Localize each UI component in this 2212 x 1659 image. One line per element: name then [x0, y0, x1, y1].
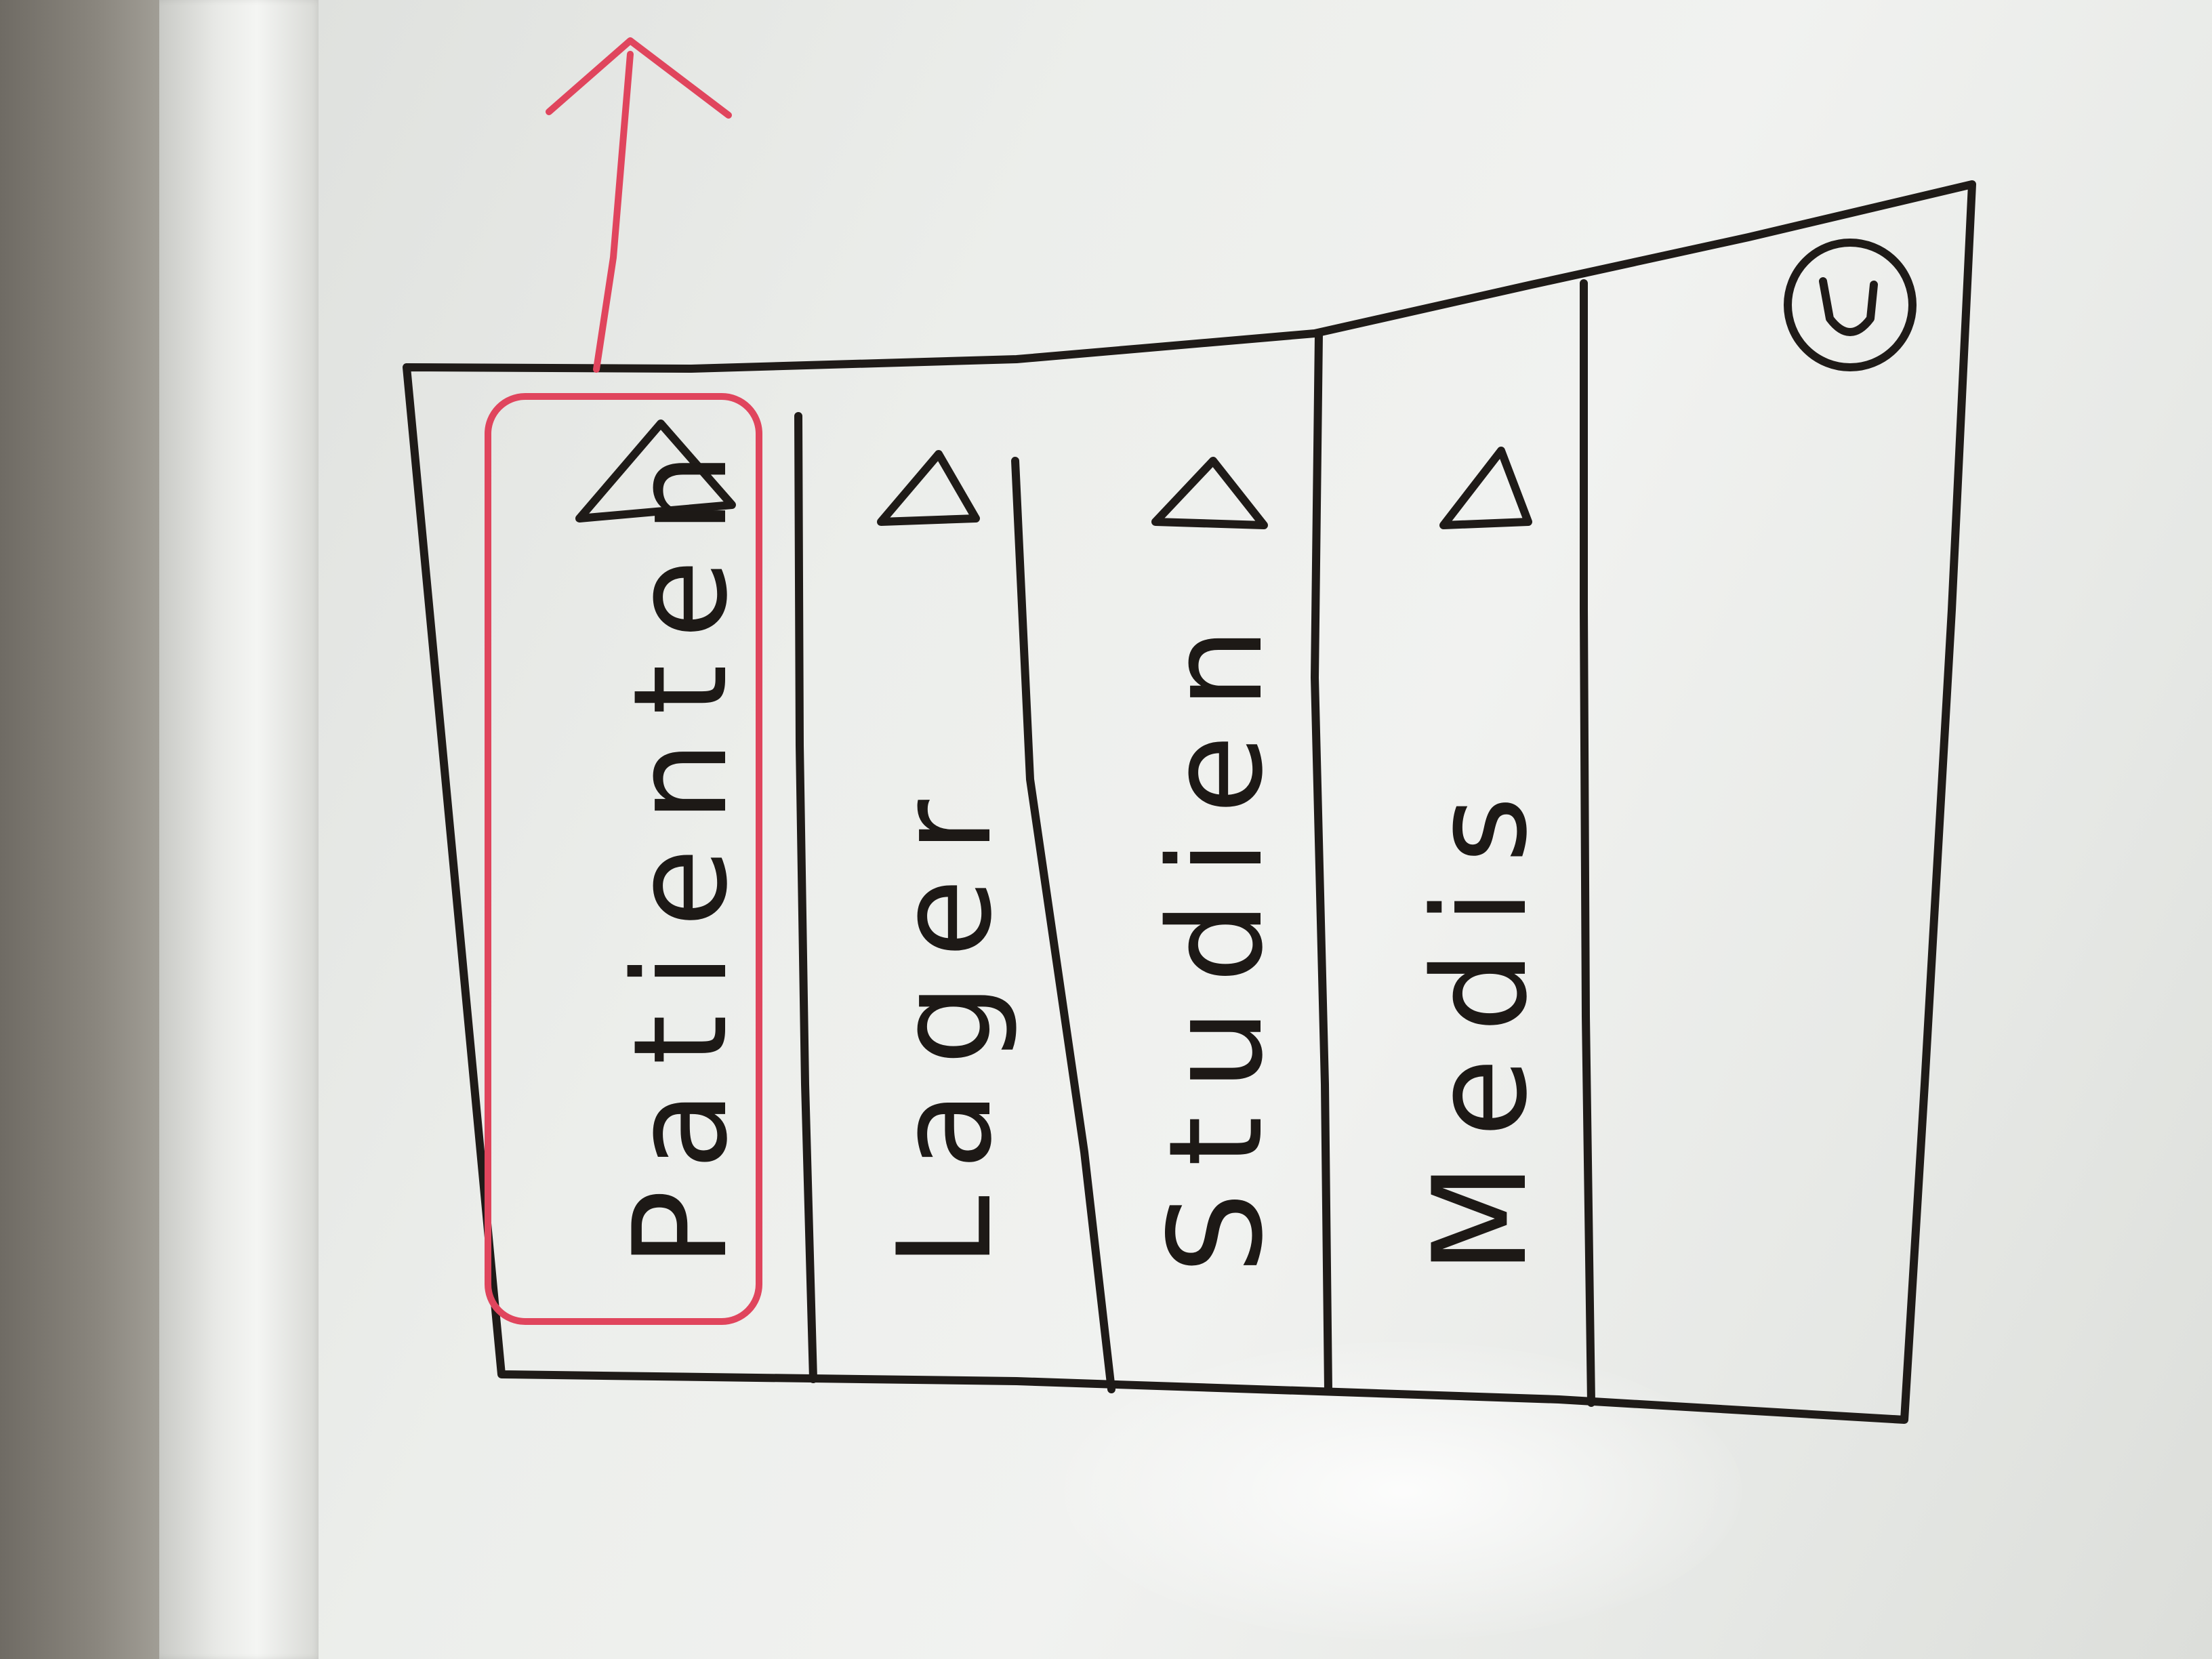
triangle-icon: [1151, 457, 1268, 529]
menu-item-label-lager: Lager: [870, 774, 1020, 1267]
circled-u-icon: [1784, 239, 1917, 371]
menu-list: Patienten Lager Studien Medis: [606, 426, 1555, 1274]
selection-highlight: [485, 393, 762, 1325]
wall: [0, 0, 176, 1659]
triangle-icon: [877, 450, 980, 526]
column-divider-3: [1311, 331, 1332, 1395]
menu-item-label-medis: Medis: [1406, 771, 1555, 1274]
arrow-icon: [546, 37, 732, 373]
triangle-icon: [1439, 447, 1532, 529]
triangle-icon: [575, 419, 736, 523]
column-divider-4: [1580, 279, 1595, 1407]
whiteboard-frame: [159, 0, 322, 1659]
column-divider-2: [1011, 457, 1115, 1393]
column-divider-1: [794, 412, 817, 1383]
menu-item-label-patienten: Patienten: [606, 426, 756, 1267]
menu-item-label-studien: Studien: [1141, 602, 1291, 1274]
